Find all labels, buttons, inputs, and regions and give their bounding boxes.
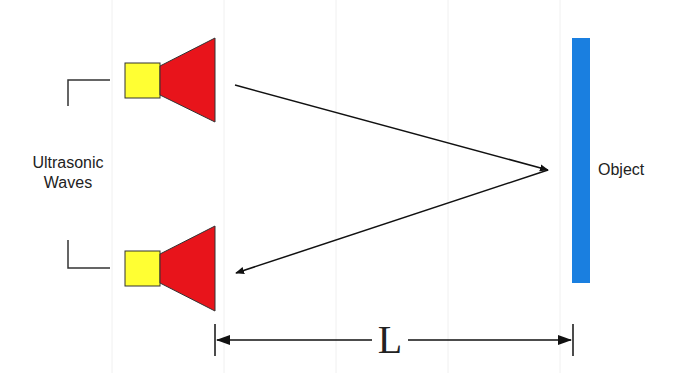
dimension-label: L (372, 318, 408, 362)
transducer-label: Ultrasonic Waves (21, 153, 116, 193)
reflected-ray (236, 170, 548, 273)
receiver (125, 226, 215, 311)
transmitter (125, 38, 215, 122)
object-plate (572, 38, 590, 283)
incident-ray (235, 85, 548, 170)
object-label: Object (598, 160, 644, 180)
grid (112, 0, 560, 373)
